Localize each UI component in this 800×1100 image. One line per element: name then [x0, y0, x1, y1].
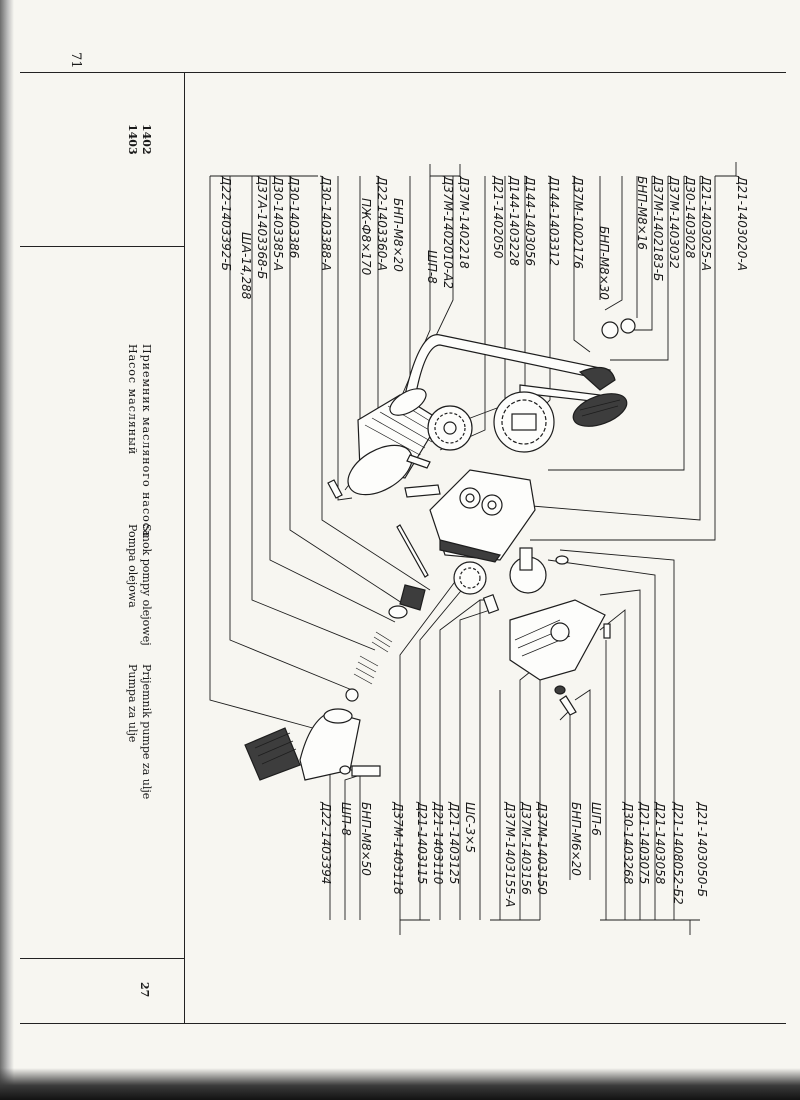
callout-bottom-2: Д21-1408052-Б2	[671, 802, 685, 905]
scan-shadow-bottom	[0, 1068, 800, 1100]
callout-bottom-1: Д21-1403050-Б	[695, 802, 709, 897]
callout-top-13: Д37М-1402218	[457, 176, 471, 269]
callout-top-1: Д21-1403020-А	[735, 176, 749, 271]
callout-top-12: Д21-1402050	[491, 176, 505, 259]
bolt-m8x50	[339, 765, 381, 777]
callout-top-10: Д144-1403056	[523, 176, 537, 267]
callout-top-6: БНП-М8×16	[635, 176, 649, 250]
scan-shadow-left	[0, 0, 14, 1100]
pump-flange-bracket	[572, 318, 636, 427]
callout-bottom-16: Д22-1403394	[319, 802, 333, 885]
callout-top-14: Д37М-1402010-А2	[441, 176, 455, 289]
callout-bottom-17: ШП-8	[339, 802, 353, 836]
oil-receiver-pipe	[404, 334, 611, 403]
callout-top-5: Д37М-1402183-Б	[651, 176, 665, 282]
pump-cover	[509, 599, 611, 681]
valve-plug	[399, 584, 426, 611]
callout-bottom-18: БНП-М8×50	[359, 802, 373, 876]
callout-top-16: БНП-М8×20	[391, 198, 405, 272]
frame-bottom-line	[20, 1023, 786, 1024]
bolt-m6x20	[554, 685, 577, 716]
small-pin	[482, 594, 500, 614]
header-divider-2	[20, 958, 184, 959]
driven-gear-lower	[453, 561, 487, 595]
outlet-gasket	[244, 727, 301, 781]
callout-bottom-10: Д37М-1403155-А	[503, 802, 517, 908]
callout-top-19: Д30-1403388-А	[319, 176, 333, 271]
callout-bottom-11: ШС-3×5	[463, 802, 477, 853]
callout-bottom-15: Д37М-1403118	[391, 802, 405, 895]
frame-left-line	[184, 72, 185, 1024]
valve-washer	[388, 605, 408, 619]
callout-top-9: Д144-1403312	[547, 176, 561, 267]
drive-gear-lower	[509, 547, 547, 594]
callout-bottom-13: Д21-1403110	[431, 802, 445, 885]
callout-bottom-14: Д21-1403115	[415, 802, 429, 885]
mesh-strainer	[347, 388, 441, 496]
callout-top-22: Д37А-1403368-Б	[255, 176, 269, 280]
callout-top-2: Д21-1403025-А	[699, 176, 713, 271]
outlet-elbow	[299, 708, 361, 781]
callout-bottom-7: БНП-М6×20	[569, 802, 583, 876]
callout-top-8: Д37М-1002176	[571, 176, 585, 269]
valve-ball	[345, 688, 359, 702]
pin-rod	[396, 524, 429, 578]
callout-bottom-3: Д21-1403058	[653, 802, 667, 885]
dowel-pin	[555, 555, 569, 565]
valve-spring-2	[353, 655, 379, 685]
callout-bottom-4: Д21-1403075	[637, 802, 651, 885]
callout-top-3: Д30-1403028	[683, 176, 697, 259]
driven-gear-upper	[427, 405, 473, 451]
bolt-m8x20	[327, 479, 343, 499]
leader-lines-bottom	[329, 549, 700, 935]
callout-bottom-12: Д21-1403125	[447, 802, 461, 885]
pump-body	[429, 469, 536, 563]
callout-bottom-9: Д37М-1403156	[519, 802, 533, 895]
bolt-m8	[406, 454, 431, 469]
valve-spring-1	[371, 631, 393, 653]
callout-bottom-6: ШП-6	[589, 802, 603, 836]
leader-lines-top	[209, 162, 737, 731]
frame-top-line	[20, 72, 786, 73]
callout-top-24: Д22-1403392-Б	[219, 176, 233, 271]
callout-top-18: ПЖ-Ф8×170	[359, 198, 373, 276]
callout-top-11: Д144-1403228	[507, 176, 521, 267]
callout-top-23: ША-14,288	[239, 232, 253, 300]
callout-top-7: БНП-М8×30	[597, 226, 611, 300]
small-bracket	[404, 484, 441, 498]
callout-bottom-5: Д30-1403268	[621, 802, 635, 885]
header-divider-1	[20, 246, 184, 247]
callout-top-21: Д30-1403385-А	[271, 176, 285, 271]
callout-top-15: ШП-8	[425, 250, 439, 284]
callout-top-4: Д37М-1403032	[667, 176, 681, 269]
callout-top-17: Д22-1403360-А	[375, 176, 389, 271]
drive-gear-upper	[493, 391, 555, 453]
callout-top-20: Д30-1403386	[287, 176, 301, 259]
callout-bottom-8: Д37М-1403150	[535, 802, 549, 895]
